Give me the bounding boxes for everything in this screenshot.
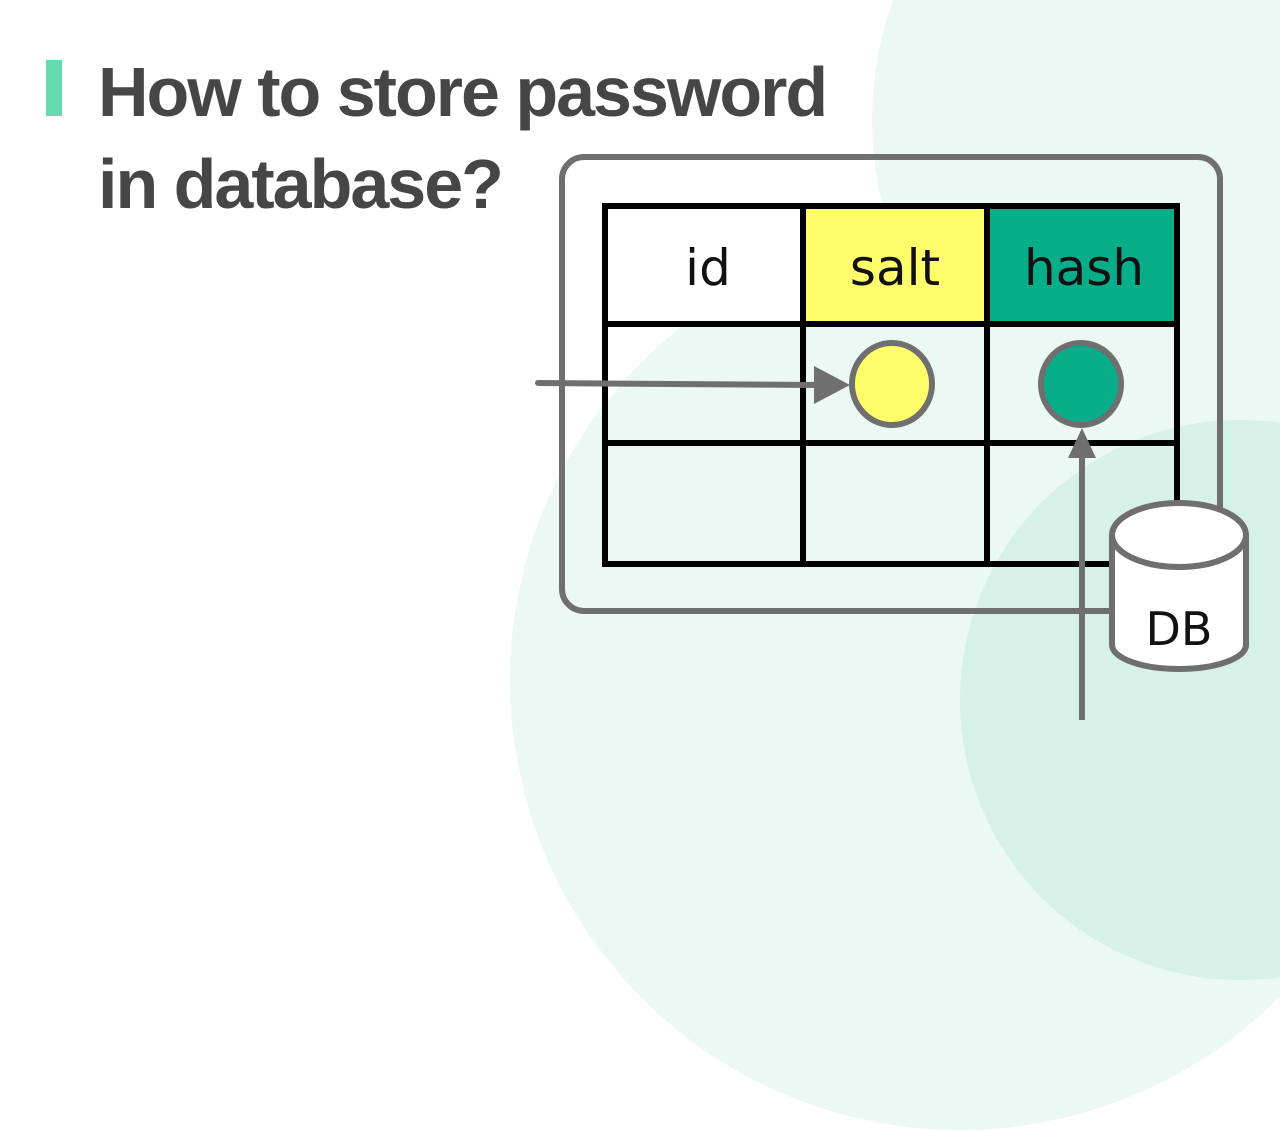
title-accent-bar — [46, 60, 62, 116]
salt-value-circle — [849, 340, 935, 428]
title-line-1: How to store password — [98, 53, 828, 131]
database-label: DB — [1146, 602, 1213, 656]
header-cell-id — [605, 206, 803, 324]
header-cell-hash — [987, 206, 1177, 324]
page-title: How to store password in database? — [98, 46, 828, 230]
column-header-salt: salt — [850, 239, 940, 297]
title-line-2: in database? — [98, 145, 504, 223]
password-storage-diagram: id salt hash DB — [535, 154, 1249, 720]
salt-arrow-head-icon — [814, 366, 850, 404]
column-header-hash: hash — [1024, 239, 1144, 297]
hash-value-circle — [1038, 340, 1124, 428]
column-header-id: id — [685, 239, 731, 297]
salt-arrow-line — [535, 380, 823, 388]
hash-arrow-head-icon — [1068, 428, 1096, 458]
header-cell-salt — [803, 206, 987, 324]
database-cylinder-icon — [1109, 500, 1249, 672]
